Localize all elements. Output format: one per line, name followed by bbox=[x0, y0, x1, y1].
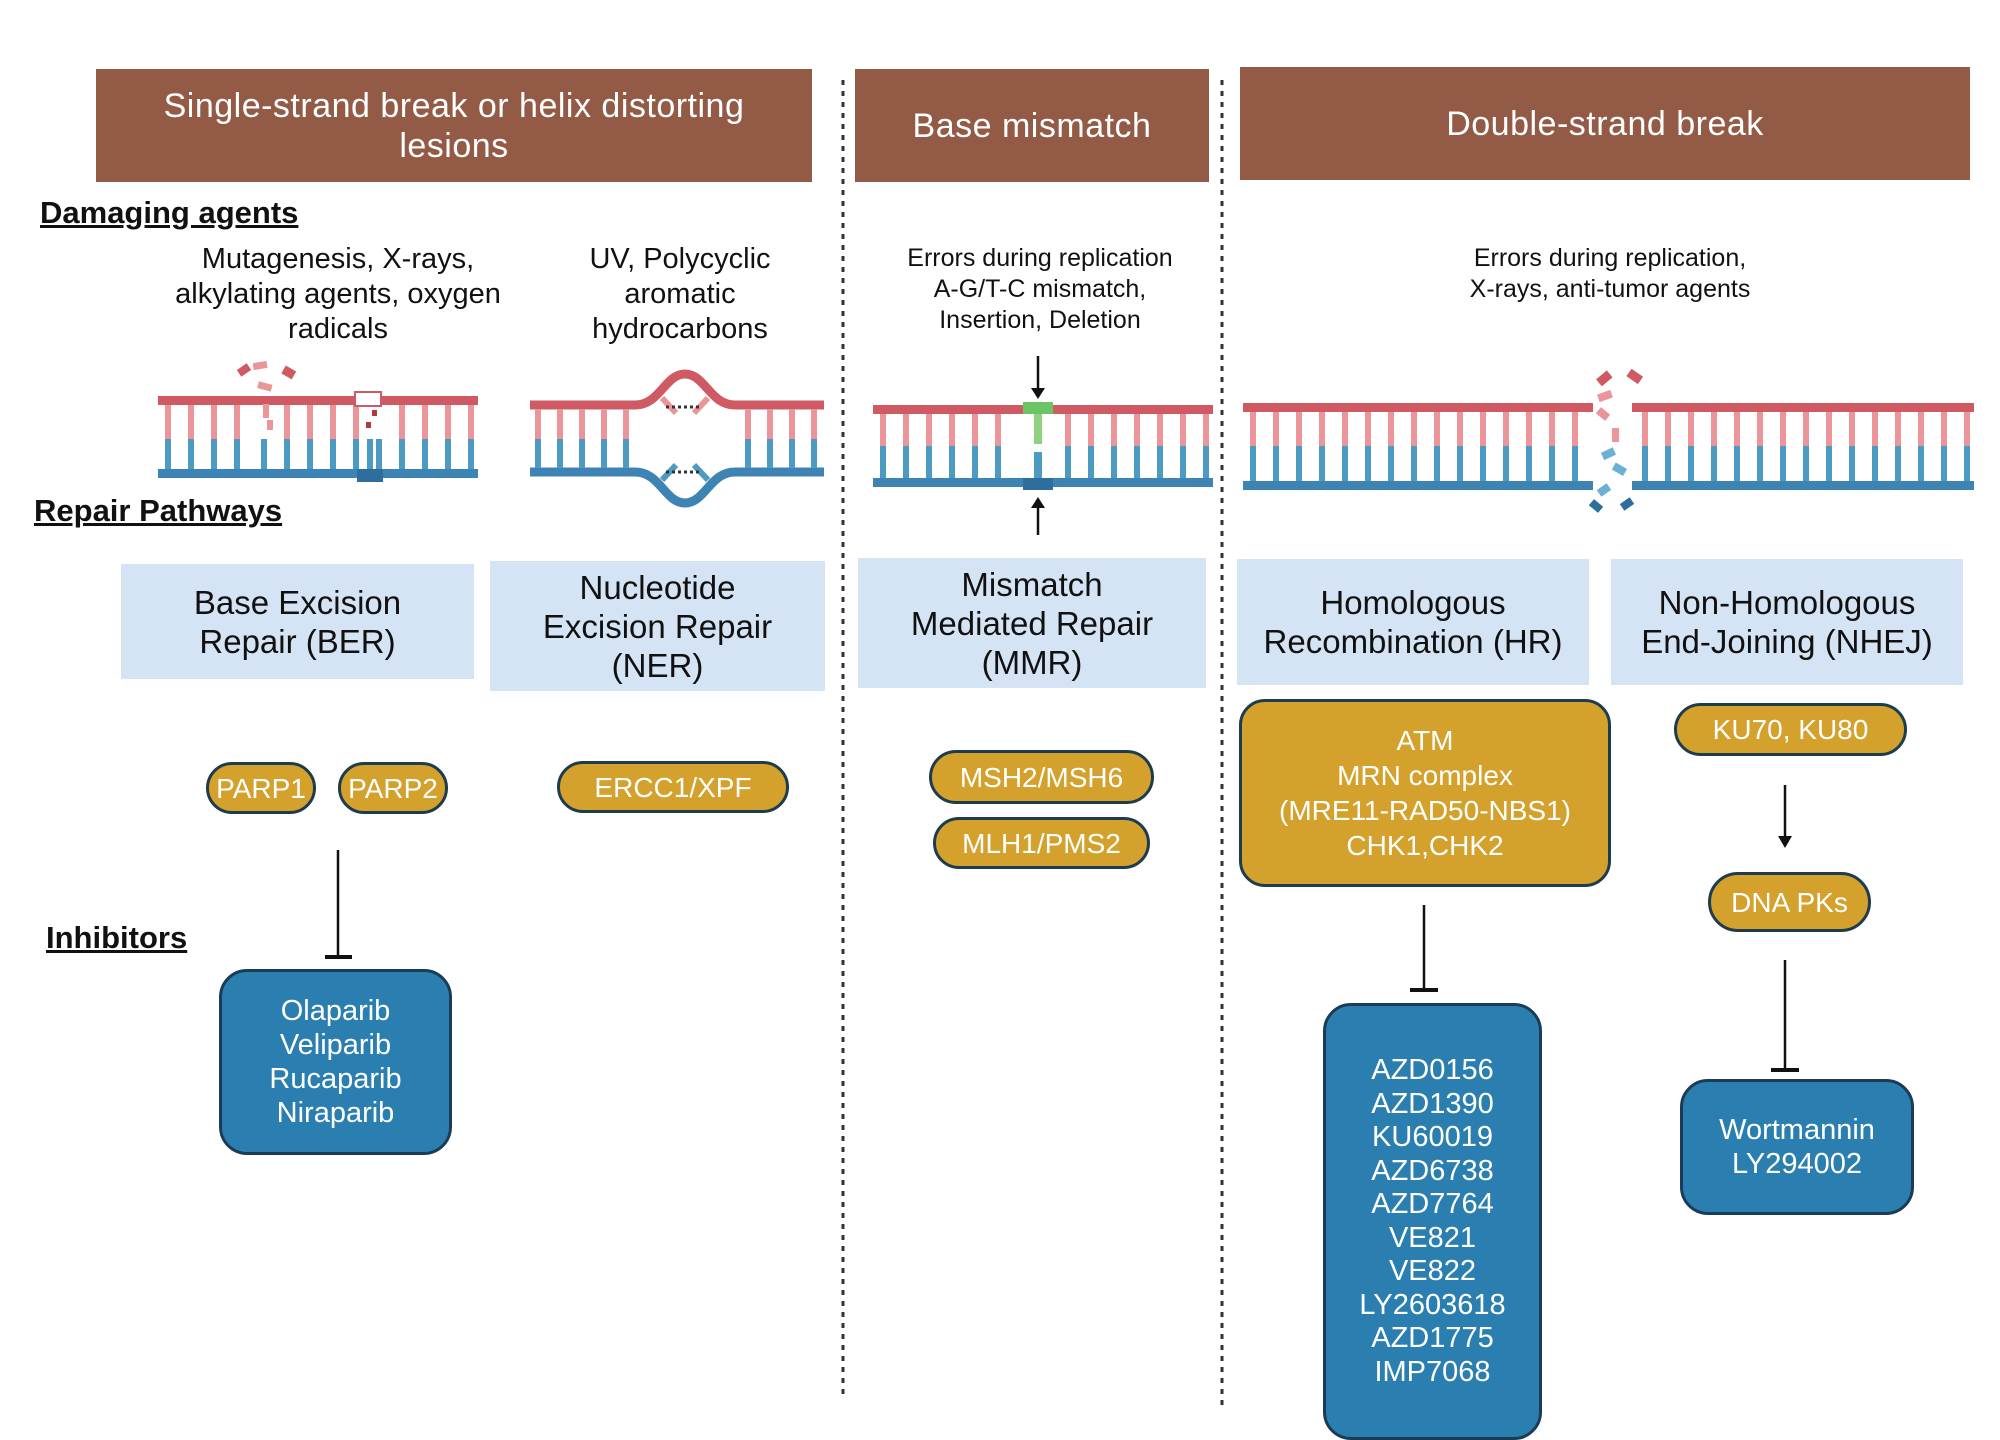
protein-line: MRN complex bbox=[1337, 760, 1513, 791]
inhibitors-atm: AZD0156 AZD1390 KU60019 AZD6738 AZD7764 … bbox=[1323, 1003, 1542, 1440]
header-text: Base mismatch bbox=[912, 106, 1152, 145]
pathway-line: (NER) bbox=[611, 646, 704, 684]
inhibitor-item: Rucaparib bbox=[269, 1063, 402, 1095]
protein-msh2-msh6: MSH2/MSH6 bbox=[929, 750, 1154, 804]
protein-dna-pks: DNA PKs bbox=[1708, 872, 1871, 932]
damaging-agents-label: Damaging agents bbox=[40, 195, 299, 230]
parp-inhibition-connector bbox=[325, 850, 352, 959]
pathway-nhej: Non-Homologous End-Joining (NHEJ) bbox=[1611, 559, 1963, 685]
dnapk-inhibition-connector bbox=[1771, 960, 1799, 1072]
header-line: Single-strand break or helix distorting bbox=[163, 86, 745, 125]
pathway-line: Homologous bbox=[1320, 584, 1506, 621]
protein-line: (MRE11-RAD50-NBS1) bbox=[1279, 795, 1571, 826]
inhibitor-item: VE821 bbox=[1388, 1221, 1477, 1254]
pathway-mmr: Mismatch Mediated Repair (MMR) bbox=[858, 558, 1206, 688]
pathway-line: Mismatch bbox=[961, 565, 1103, 603]
pathway-line: (MMR) bbox=[981, 643, 1083, 681]
agent-line: X-rays, anti-tumor agents bbox=[1469, 275, 1751, 303]
agent-line: Mutagenesis, X-rays, bbox=[201, 243, 475, 275]
protein-atm-mrn-complex: ATM MRN complex (MRE11-RAD50-NBS1) CHK1,… bbox=[1239, 699, 1611, 887]
inhibitor-item: AZD1390 bbox=[1371, 1087, 1494, 1120]
dna-dsb-icon bbox=[1243, 368, 1974, 513]
agent-line: radicals bbox=[288, 313, 388, 345]
header-base-mismatch: Base mismatch bbox=[855, 69, 1209, 182]
repair-pathways-label: Repair Pathways bbox=[34, 493, 283, 528]
ku-to-dnapk-arrow bbox=[1778, 785, 1792, 848]
inhibitor-item: LY2603618 bbox=[1359, 1288, 1506, 1321]
agents-dsb: Errors during replication, X-rays, anti-… bbox=[1430, 243, 1790, 305]
agent-line: aromatic bbox=[624, 278, 736, 310]
protein-parp2: PARP2 bbox=[338, 762, 448, 814]
inhibitor-item: LY294002 bbox=[1731, 1148, 1863, 1180]
inhibitor-item: Veliparib bbox=[279, 1029, 392, 1061]
protein-line: CHK1,CHK2 bbox=[1346, 830, 1504, 861]
protein-mlh1-pms2: MLH1/PMS2 bbox=[933, 817, 1150, 869]
pathway-hr: Homologous Recombination (HR) bbox=[1237, 559, 1589, 685]
inhibitor-item: Wortmannin bbox=[1719, 1114, 1875, 1146]
agent-line: Errors during replication, bbox=[1473, 244, 1747, 272]
protein-parp1: PARP1 bbox=[206, 762, 316, 814]
inhibitors-parp: Olaparib Veliparib Rucaparib Niraparib bbox=[219, 969, 452, 1155]
inhibitor-item: VE822 bbox=[1388, 1255, 1477, 1287]
agent-line: hydrocarbons bbox=[592, 313, 768, 345]
protein-ercc1-xpf: ERCC1/XPF bbox=[557, 761, 789, 813]
pathway-line: Recombination (HR) bbox=[1263, 623, 1563, 660]
header-text: Double-strand break bbox=[1446, 104, 1764, 143]
pathway-line: End-Joining (NHEJ) bbox=[1641, 623, 1933, 660]
protein-line: ATM bbox=[1396, 725, 1454, 756]
header-double-strand-break: Double-strand break bbox=[1240, 67, 1970, 180]
protein-ku70-ku80: KU70, KU80 bbox=[1674, 703, 1907, 756]
inhibitors-label: Inhibitors bbox=[46, 920, 188, 955]
agents-ner: UV, Polycyclic aromatic hydrocarbons bbox=[560, 242, 800, 347]
dna-bulge-icon bbox=[530, 369, 824, 508]
agent-line: Insertion, Deletion bbox=[939, 306, 1141, 334]
inhibitor-item: AZD0156 bbox=[1371, 1054, 1494, 1086]
pathway-ner: Nucleotide Excision Repair (NER) bbox=[490, 561, 825, 691]
pathway-line: Excision Repair bbox=[542, 607, 773, 645]
agent-line: alkylating agents, oxygen bbox=[175, 278, 501, 310]
dna-ssb-icon bbox=[158, 360, 478, 482]
pathway-line: Repair (BER) bbox=[199, 622, 396, 660]
inhibitor-item: AZD7764 bbox=[1371, 1188, 1494, 1220]
header-line: lesions bbox=[399, 126, 509, 165]
dna-mismatch-icon bbox=[873, 356, 1213, 535]
inhibitor-item: AZD1775 bbox=[1371, 1322, 1494, 1354]
agent-line: UV, Polycyclic bbox=[589, 243, 771, 275]
agents-mmr: Errors during replication A-G/T-C mismat… bbox=[880, 243, 1200, 336]
inhibitor-item: IMP7068 bbox=[1374, 1355, 1491, 1388]
inhibitor-item: KU60019 bbox=[1372, 1121, 1493, 1153]
pathway-line: Non-Homologous bbox=[1658, 584, 1916, 621]
pathway-ber: Base Excision Repair (BER) bbox=[121, 564, 474, 679]
pathway-line: Mediated Repair bbox=[910, 604, 1154, 642]
agent-line: Errors during replication bbox=[907, 244, 1173, 272]
atm-inhibition-connector bbox=[1410, 905, 1438, 992]
pathway-line: Base Excision bbox=[193, 583, 402, 621]
inhibitor-item: Niraparib bbox=[276, 1097, 395, 1129]
agent-line: A-G/T-C mismatch, bbox=[933, 275, 1147, 303]
inhibitor-item: Olaparib bbox=[280, 995, 391, 1027]
header-single-strand-break: Single-strand break or helix distorting … bbox=[96, 69, 812, 182]
inhibitor-item: AZD6738 bbox=[1371, 1154, 1494, 1187]
inhibitors-dnapk: Wortmannin LY294002 bbox=[1680, 1079, 1914, 1215]
agents-ber: Mutagenesis, X-rays, alkylating agents, … bbox=[150, 242, 526, 347]
pathway-line: Nucleotide bbox=[579, 568, 736, 606]
